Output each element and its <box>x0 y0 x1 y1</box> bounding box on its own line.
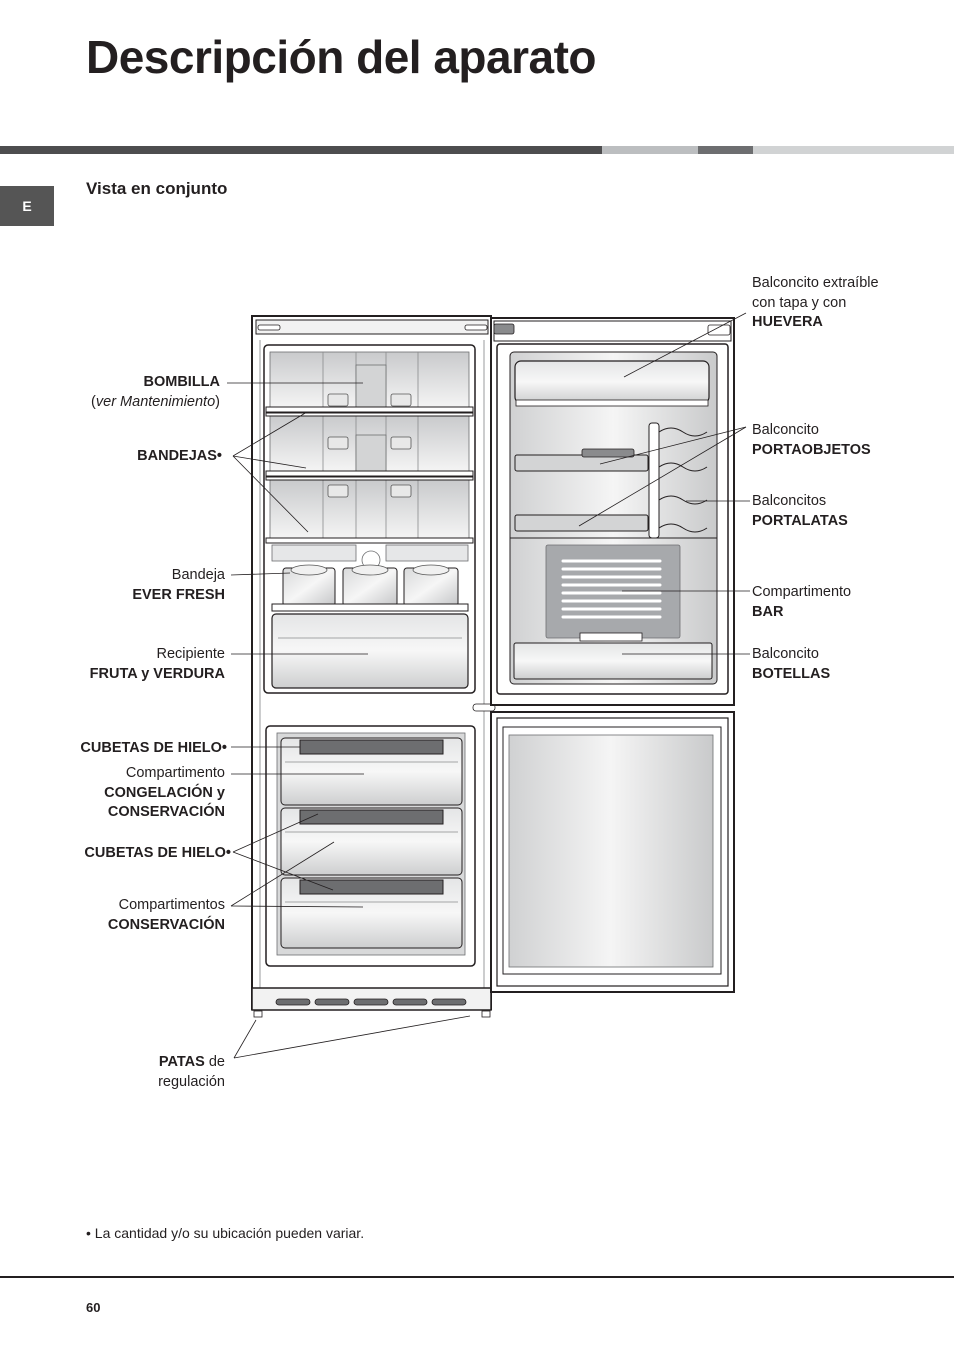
label-portaobjetos-normal: Balconcito <box>752 422 819 438</box>
footnote: • La cantidad y/o su ubicación pueden va… <box>86 1225 365 1241</box>
label-portaobjetos: Balconcito PORTAOBJETOS <box>752 421 871 460</box>
door-freezer <box>490 711 735 993</box>
leader-lines <box>227 312 750 1059</box>
label-conservacion-normal: Compartimentos <box>118 897 225 913</box>
label-bombilla-note: (ver Mantenimiento) <box>91 393 220 410</box>
label-huevera: Balconcito extraíble con tapa y con HUEV… <box>752 274 879 333</box>
label-bombilla-bold: BOMBILLA <box>143 374 220 390</box>
label-cubetas-1-bold: CUBETAS DE HIELO• <box>80 740 227 756</box>
label-bandejas: BANDEJAS• <box>137 447 222 467</box>
label-huevera-bold: HUEVERA <box>752 314 823 330</box>
label-patas: PATAS de regulación <box>158 1053 225 1092</box>
label-ever-fresh: Bandeja EVER FRESH <box>132 566 225 605</box>
footer-rule <box>0 1276 954 1278</box>
label-conservacion-bold: CONSERVACIÓN <box>107 916 225 933</box>
label-conservacion: Compartimentos CONSERVACIÓN <box>108 896 225 935</box>
page-number: 60 <box>86 1300 101 1315</box>
door-fridge <box>490 317 735 706</box>
label-portalatas-normal: Balconcitos <box>752 493 827 509</box>
label-bandejas-bold: BANDEJAS• <box>137 448 222 464</box>
label-portalatas: Balconcitos PORTALATAS <box>752 492 848 531</box>
header-bar-mid <box>698 146 753 154</box>
label-bombilla: BOMBILLA (ver Mantenimiento) <box>91 373 220 412</box>
label-botellas-normal: Balconcito <box>752 646 819 662</box>
label-huevera-line1: Balconcito extraíble <box>752 275 879 291</box>
label-congelacion-normal: Compartimento <box>125 765 225 781</box>
label-bar: Compartimento BAR <box>752 583 851 622</box>
label-congelacion: Compartimento CONGELACIÓN y CONSERVACIÓN <box>104 764 225 823</box>
label-ever-fresh-normal: Bandeja <box>171 567 225 583</box>
label-fruta-normal: Recipiente <box>156 646 225 662</box>
language-tab: E <box>0 186 54 226</box>
label-fruta: Recipiente FRUTA y VERDURA <box>90 645 225 684</box>
label-portaobjetos-bold: PORTAOBJETOS <box>752 441 871 458</box>
label-congelacion-bold2: CONSERVACIÓN <box>107 804 225 820</box>
header-bar-light <box>602 146 698 154</box>
label-botellas-bold: BOTELLAS <box>752 665 831 682</box>
label-cubetas-2-bold: CUBETAS DE HIELO• <box>84 845 231 861</box>
header-bar-dark <box>0 146 602 154</box>
label-ever-fresh-bold: EVER FRESH <box>132 586 225 603</box>
label-bar-normal: Compartimento <box>752 584 852 600</box>
label-congelacion-bold1: CONGELACIÓN y <box>104 784 225 801</box>
label-patas-line2: regulación <box>158 1073 225 1090</box>
section-title: Vista en conjunto <box>86 179 228 198</box>
label-portalatas-bold: PORTALATAS <box>752 512 848 529</box>
page-title: Descripción del aparato <box>86 31 597 83</box>
label-cubetas-1: CUBETAS DE HIELO• <box>80 739 227 759</box>
label-botellas: Balconcito BOTELLAS <box>752 645 830 684</box>
label-fruta-bold: FRUTA y VERDURA <box>89 665 225 682</box>
label-huevera-line2: con tapa y con <box>752 294 847 311</box>
label-cubetas-2: CUBETAS DE HIELO• <box>84 844 231 864</box>
header-bar-light-end <box>753 146 954 154</box>
label-bar-bold: BAR <box>752 603 784 620</box>
cabinet <box>251 315 496 1018</box>
label-patas-line1: PATAS de <box>158 1054 225 1070</box>
